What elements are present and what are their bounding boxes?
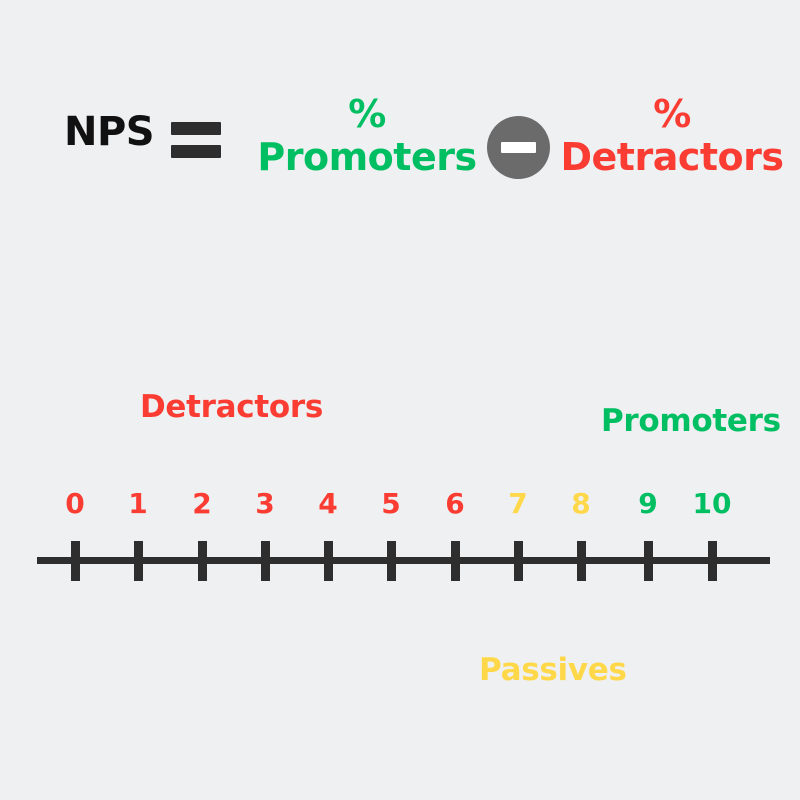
tick-value-9: 9 [638, 487, 658, 520]
tick-mark [134, 541, 143, 581]
tick-value-8: 8 [571, 487, 591, 520]
tick-value-6: 6 [445, 487, 465, 520]
tick-mark [644, 541, 653, 581]
region-label-promoters: Promoters [601, 403, 781, 439]
tick-value-2: 2 [192, 487, 212, 520]
region-label-passives: Passives [479, 652, 627, 688]
nps-formula: NPS % Promoters % Detractors [0, 95, 800, 205]
minus-circle-icon [487, 116, 550, 179]
tick-value-1: 1 [128, 487, 148, 520]
tick-value-0: 0 [65, 487, 85, 520]
percent-sign-promoters: % [348, 92, 386, 136]
percent-sign-detractors: % [653, 92, 691, 136]
equals-icon [171, 122, 221, 158]
tick-mark [577, 541, 586, 581]
tick-mark [387, 541, 396, 581]
tick-mark [71, 541, 80, 581]
tick-mark [198, 541, 207, 581]
percent-detractors-term: % Detractors [557, 95, 787, 177]
promoters-term-label: Promoters [257, 134, 477, 179]
tick-mark [514, 541, 523, 581]
region-label-detractors: Detractors [140, 389, 324, 425]
tick-value-3: 3 [255, 487, 275, 520]
tick-value-4: 4 [318, 487, 338, 520]
tick-value-5: 5 [381, 487, 401, 520]
tick-mark [708, 541, 717, 581]
nps-acronym-label: NPS [64, 109, 155, 155]
detractors-term-label: Detractors [560, 134, 784, 179]
tick-value-7: 7 [508, 487, 528, 520]
tick-mark [324, 541, 333, 581]
axis-line [37, 557, 770, 564]
equals-bar-top [171, 122, 221, 135]
percent-promoters-term: % Promoters [252, 95, 482, 177]
tick-mark [261, 541, 270, 581]
minus-bar [501, 142, 536, 153]
equals-bar-bottom [171, 145, 221, 158]
tick-value-10: 10 [692, 487, 732, 520]
tick-mark [451, 541, 460, 581]
